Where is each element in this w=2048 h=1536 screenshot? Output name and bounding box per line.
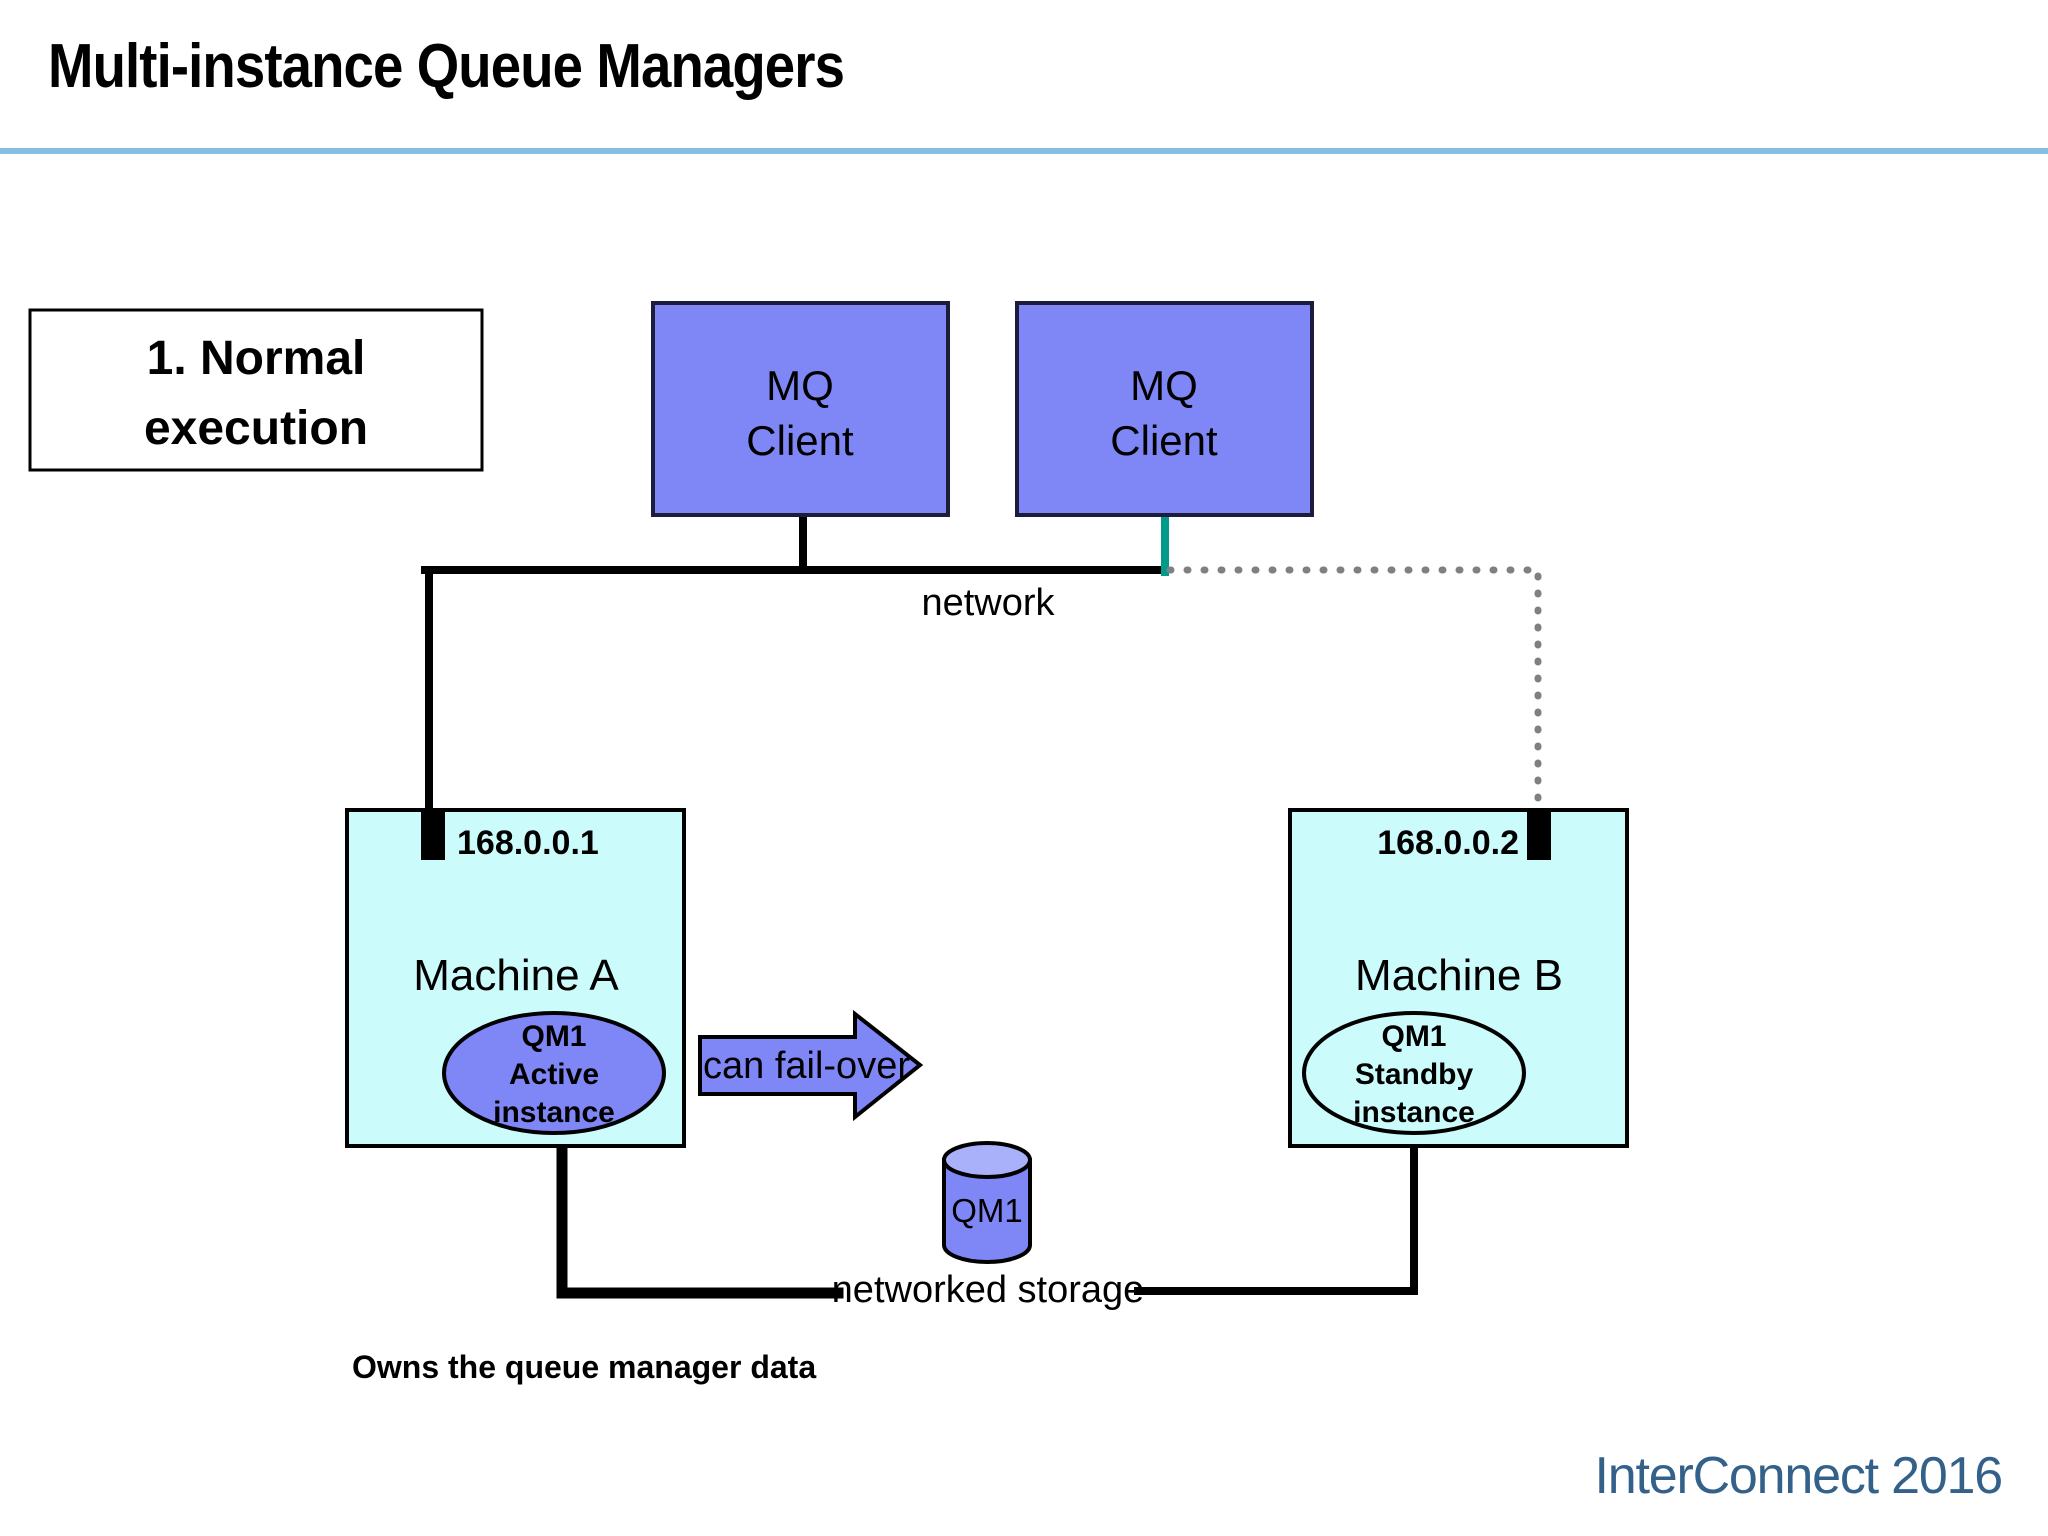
machine-b-qm-ellipse[interactable] [1302,1011,1526,1135]
machine-a-storage-link [556,1134,844,1299]
machine-a-ip-label: 168.0.0.1 [457,824,599,862]
mq-client-right-line1: MQ [1130,362,1198,409]
machine-b-qm-line3: instance [1353,1096,1475,1129]
machine-b-qm-line2: Standby [1355,1058,1474,1091]
machine-b-ip-label: 168.0.0.2 [1377,824,1519,862]
storage-cylinder-top-icon [942,1141,1032,1179]
machine-b-nic-connector-icon [1527,812,1551,860]
page-title: Multi-instance Queue Managers [48,32,845,101]
title-divider [0,148,2048,154]
mq-client-left-line1: MQ [766,362,834,409]
machine-a-qm-ellipse[interactable] [442,1011,666,1135]
mq-client-right-box[interactable] [1015,301,1314,517]
mq-client-right-line2: Client [1110,417,1218,464]
failover-arrow [698,1009,924,1122]
failover-arrow-label: can fail-over [703,1045,910,1087]
network-label: network [921,582,1055,624]
owns-data-note: Owns the queue manager data [352,1349,816,1385]
machine-b-box[interactable] [1288,808,1629,1148]
storage-cylinder-body [942,1158,1032,1264]
machine-b-qm-line1: QM1 [1381,1020,1446,1053]
footer-brand: InterConnect 2016 [1594,1447,2004,1505]
machine-b-storage-link [1134,1136,1418,1295]
step-box-line2: execution [144,402,368,455]
standby-dotted-link [1166,566,1542,828]
machine-a-title: Machine A [413,951,619,1000]
networked-storage-label: networked storage [832,1269,1145,1311]
machine-a-qm-line2: Active [509,1058,599,1091]
step-box-line1: 1. Normal [147,332,366,385]
machine-a-nic-connector-icon [421,812,445,860]
mq-client-left-line2: Client [746,417,854,464]
step-box [28,308,484,472]
machine-a-qm-line1: QM1 [521,1020,586,1053]
machine-a-qm-line3: instance [493,1096,615,1129]
storage-cylinder-label: QM1 [951,1192,1023,1229]
mq-client-left-box[interactable] [651,301,950,517]
machine-b-title: Machine B [1355,951,1563,1000]
